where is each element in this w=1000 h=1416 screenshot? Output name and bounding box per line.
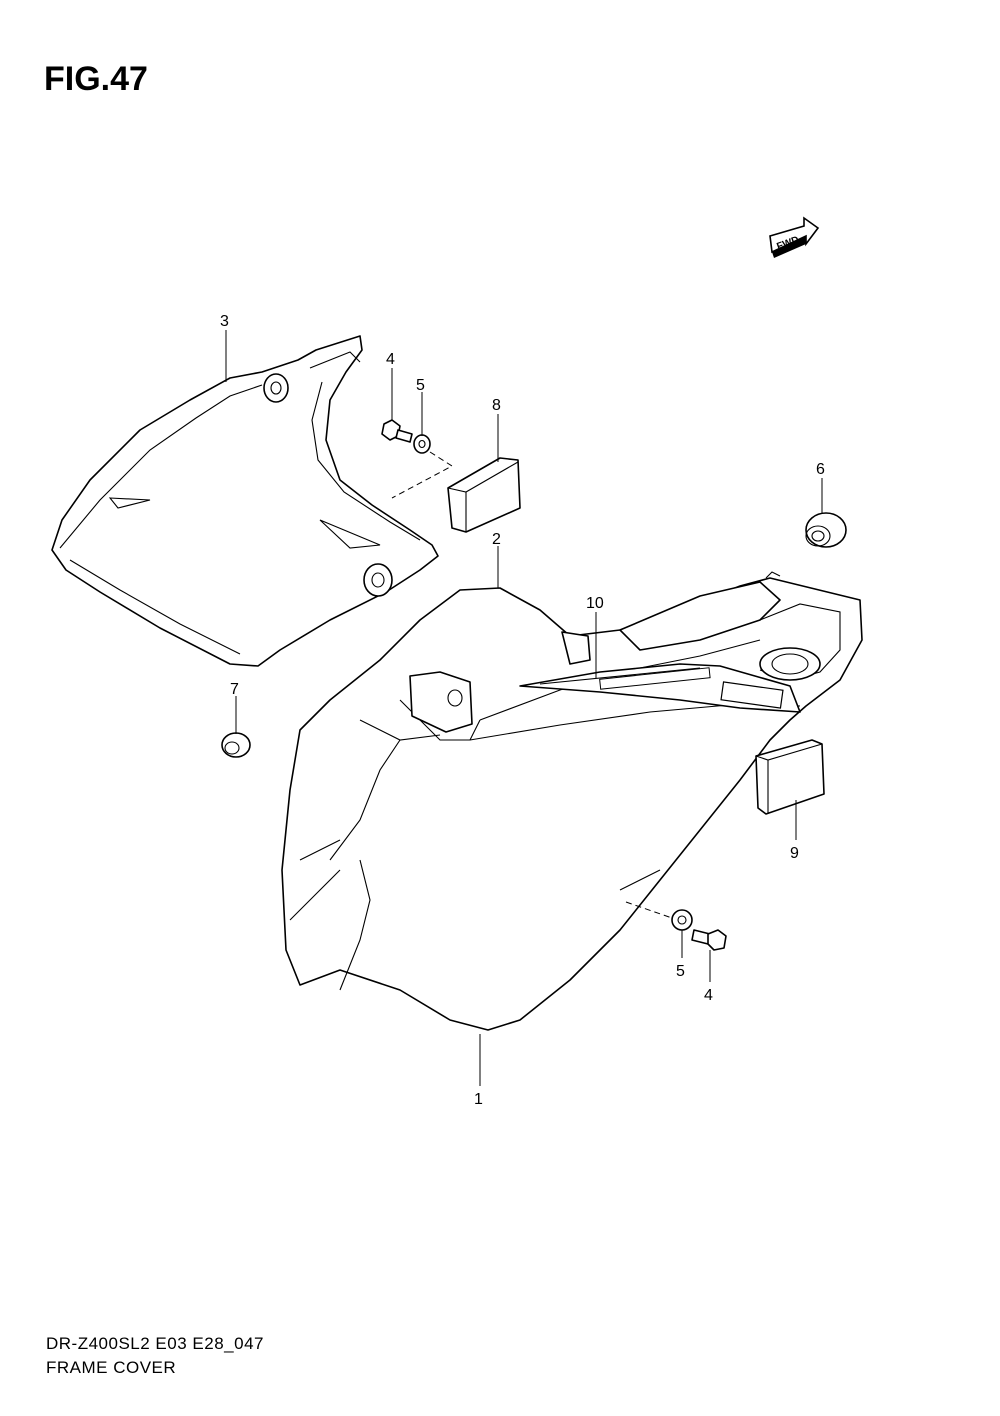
model-code: DR-Z400SL2 E03 E28_047 bbox=[46, 1334, 264, 1353]
part-7-grommet bbox=[221, 732, 251, 758]
callout-part-4-bottom: 4 bbox=[704, 987, 713, 1004]
callout-part-6: 6 bbox=[816, 461, 825, 478]
callout-part-4-top: 4 bbox=[386, 351, 395, 368]
assembly-line-upper bbox=[391, 451, 453, 499]
callout-part-5-top: 5 bbox=[416, 377, 425, 394]
part-1-frame-cover bbox=[281, 571, 863, 1031]
callout-part-8: 8 bbox=[492, 397, 501, 414]
callout-part-7: 7 bbox=[230, 681, 239, 698]
part-9-pad bbox=[755, 739, 825, 815]
assembly-line-lower bbox=[625, 901, 673, 919]
callout-part-2: 2 bbox=[492, 531, 501, 548]
part-3-side-cover bbox=[51, 335, 439, 667]
part-6-grommet bbox=[805, 512, 847, 548]
leader-lines bbox=[225, 330, 823, 1086]
figure-title: FIG.47 bbox=[44, 60, 148, 98]
part-4-bolt-lower bbox=[691, 929, 727, 951]
callout-part-3: 3 bbox=[220, 313, 229, 330]
callout-part-5-bottom: 5 bbox=[676, 963, 685, 980]
part-8-pad bbox=[447, 457, 521, 533]
part-5-washer-lower bbox=[671, 909, 693, 931]
part-5-washer-upper bbox=[413, 434, 431, 454]
callout-part-9: 9 bbox=[790, 845, 799, 862]
part-4-bolt-upper bbox=[381, 419, 413, 443]
fwd-arrow-icon: FWD bbox=[769, 216, 820, 258]
section-name: FRAME COVER bbox=[46, 1358, 177, 1377]
callout-part-1: 1 bbox=[474, 1091, 483, 1108]
callout-part-10: 10 bbox=[586, 595, 604, 612]
